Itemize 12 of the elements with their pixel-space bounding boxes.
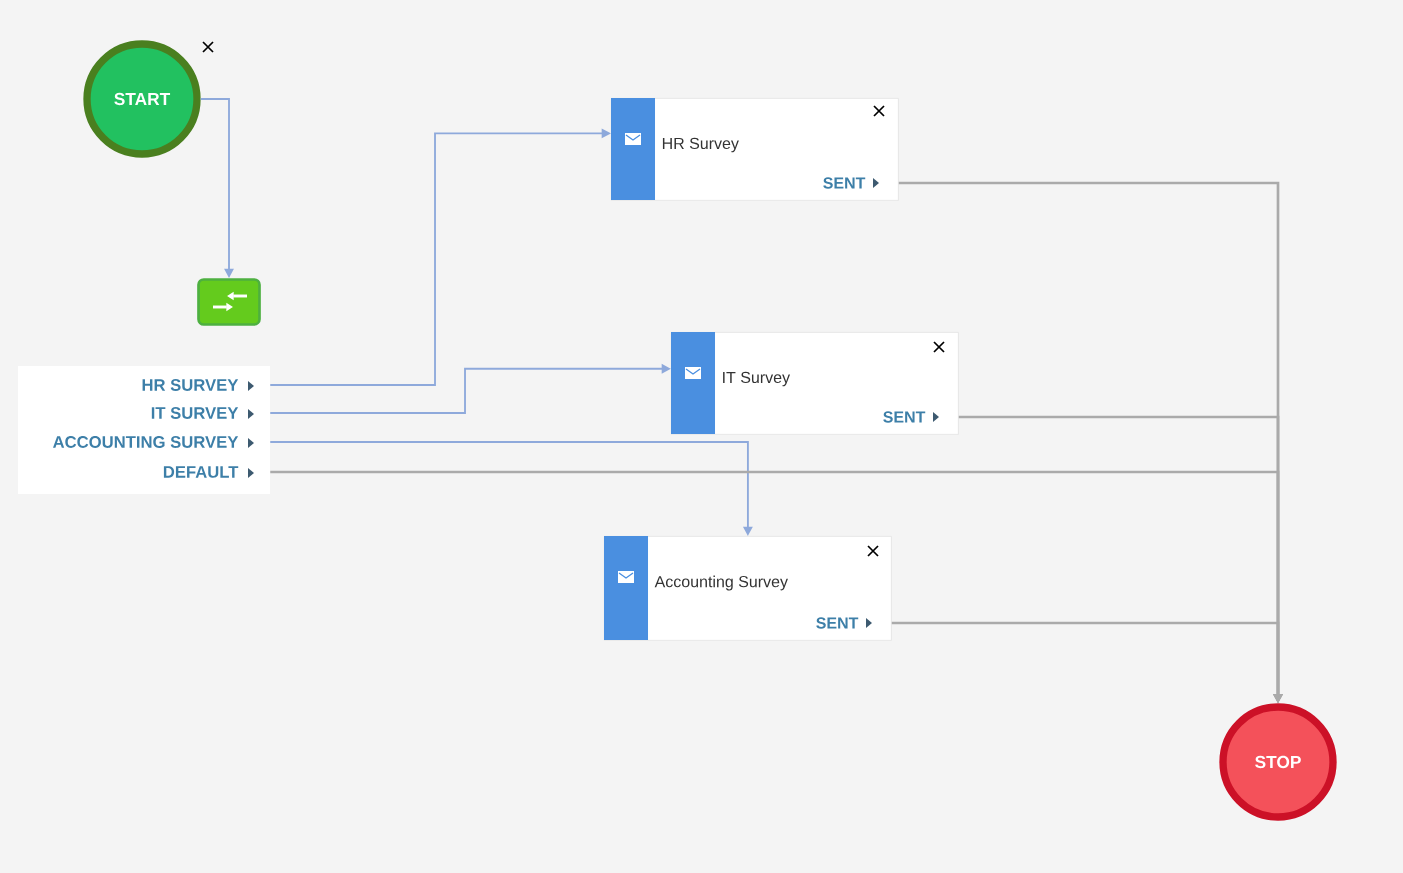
card-title: Accounting Survey [654,575,788,591]
branch-label: DEFAULT [163,466,239,478]
split-button [197,278,261,326]
output-label: SENT [823,177,866,189]
branch-label: HR SURVEY [142,379,239,391]
branch-panel [18,366,270,494]
output-label: SENT [816,617,859,629]
card-title: HR Survey [662,137,739,153]
branch-label: IT SURVEY [151,407,239,419]
branch-label: ACCOUNTING SURVEY [53,436,239,448]
output-label: SENT [883,411,926,423]
card-title: IT Survey [723,371,790,387]
